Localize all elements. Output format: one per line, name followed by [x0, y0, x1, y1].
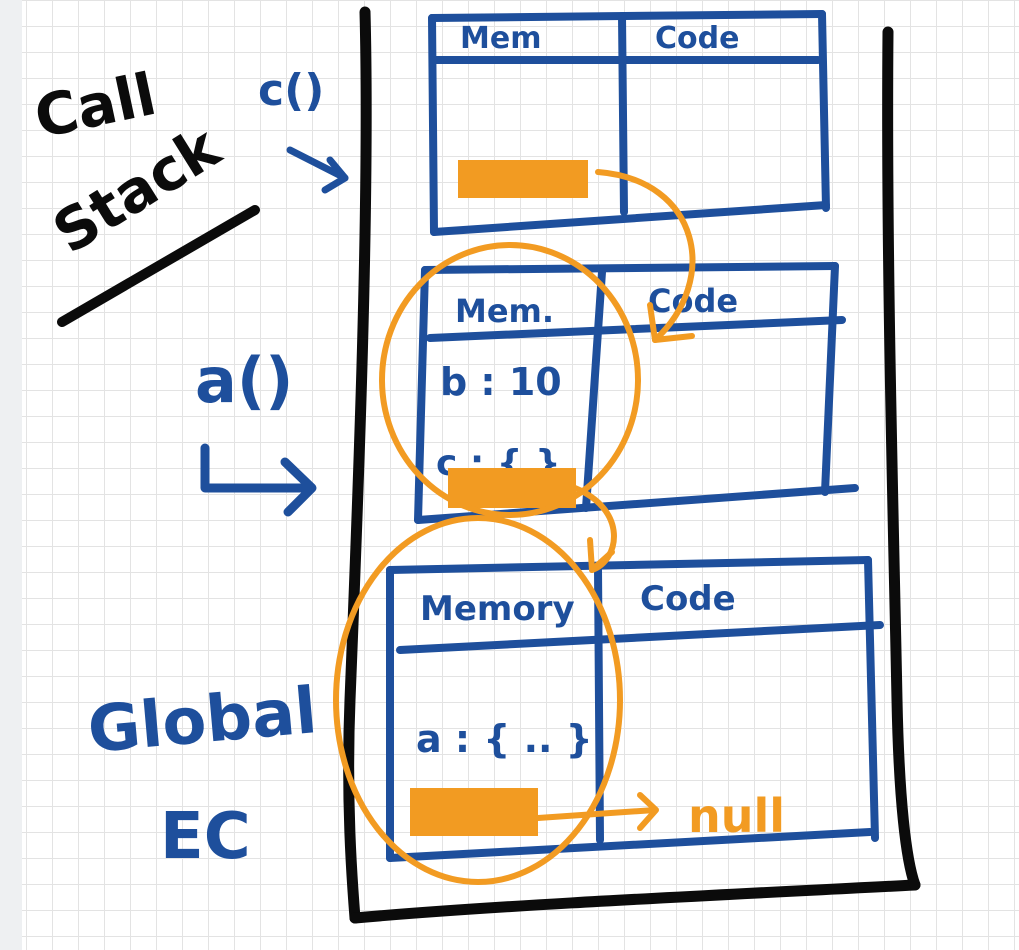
global-label-line1: Global: [85, 674, 320, 768]
frame-a-memory-item-b: b : 10: [440, 360, 562, 404]
frame-c-reference-block: [458, 160, 588, 198]
frame-a-memory-header: Mem.: [455, 292, 554, 330]
call-stack-container: [343, 6, 921, 924]
c-to-a-arrow: [595, 169, 696, 343]
frame-a-reference-block: [448, 468, 576, 508]
frame-c-memory-header: Mem: [460, 21, 541, 56]
call-stack-title-line1: Call: [29, 60, 162, 152]
frame-c-code-header: Code: [655, 21, 739, 56]
frame-global-memory-item-a: a : { .. }: [416, 717, 593, 761]
frame-global-code-header: Code: [640, 579, 736, 619]
frame-global-reference-block: [410, 788, 538, 836]
a-function-label: a(): [195, 344, 294, 417]
page-margin-strip: [0, 0, 22, 950]
frame-global-memory-circle: [333, 515, 623, 885]
frame-c: [428, 10, 830, 236]
frame-a-code-header: Code: [648, 282, 738, 320]
c-function-label: c(): [258, 65, 324, 116]
call-stack-underline: [57, 205, 260, 327]
a-arrow-icon: [200, 443, 317, 517]
frame-global-memory-header: Memory: [420, 589, 575, 629]
global-label-line2: EC: [160, 800, 251, 874]
scope-chain-annotations: [333, 169, 696, 885]
c-arrow-icon: [286, 146, 349, 194]
null-label: null: [688, 789, 785, 843]
global-to-null-arrow: [535, 807, 658, 821]
frame-a-memory-circle: [379, 242, 641, 518]
